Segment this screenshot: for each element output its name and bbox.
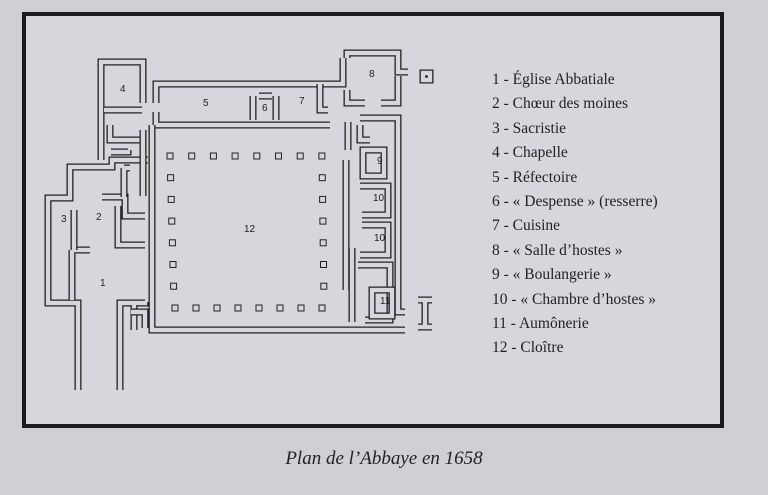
legend-item: 8 - « Salle d’hostes » (492, 241, 623, 259)
cloister-pillar (167, 195, 175, 203)
room-label: 10 (373, 193, 385, 204)
room-label: 7 (299, 96, 305, 107)
pantry-wall (250, 93, 279, 120)
figure-caption: Plan de l’Abbaye en 1658 (285, 448, 483, 469)
cloister-pillar (170, 282, 178, 290)
guest-hall-wall (381, 76, 401, 106)
cloister-pillar (168, 239, 176, 247)
room-label: 10 (374, 233, 386, 244)
cloister-pillar (234, 304, 242, 312)
cloister-pillar (171, 304, 179, 312)
cloister-pillar (318, 152, 326, 160)
almonry-wall (369, 287, 395, 319)
room-label: 11 (380, 296, 391, 307)
room-label: 1 (100, 278, 106, 289)
cloister-pillar (166, 152, 174, 160)
cloister-pillar (188, 152, 196, 160)
guest-room-wall (360, 183, 391, 218)
cloister-pillar (319, 195, 327, 203)
guest-room-wall (360, 222, 391, 258)
chapel-wall (98, 59, 146, 160)
legend-item: 12 - Cloître (492, 339, 564, 357)
post (420, 70, 433, 83)
legend-item: 10 - « Chambre d’hostes » (492, 290, 657, 308)
figure-frame (22, 12, 724, 428)
cloister-pillar (169, 261, 177, 268)
north-range-wall (153, 58, 346, 103)
legend-item: 11 - Aumônerie (492, 315, 589, 333)
cloister-pillar (318, 304, 326, 312)
cloister-pillar (253, 152, 261, 160)
bakery-wall (360, 147, 387, 179)
church-wall (131, 309, 148, 328)
cloister-pillar (318, 174, 326, 182)
legend-item: 7 - Cuisine (492, 217, 561, 235)
cloister-pillar (296, 152, 304, 160)
cloister-pillar (319, 217, 327, 225)
guest-hall-wall (344, 50, 408, 75)
choir-wall (115, 206, 145, 248)
cloister-pillar (275, 152, 282, 160)
church-wall (117, 300, 148, 390)
room-label: 2 (96, 212, 102, 223)
legend: 1 - Église Abbatiale 2 - Chœur des moine… (492, 68, 658, 361)
cloister-pillar (192, 304, 200, 312)
church-wall (102, 194, 145, 219)
north-range-wall (153, 112, 330, 128)
cloister-pillar (209, 152, 217, 160)
passage-wall (111, 149, 131, 155)
east-range-wall (360, 115, 405, 315)
kitchen-wall (317, 84, 328, 113)
cloister-pillar (320, 261, 327, 268)
cloister-pillar (297, 304, 305, 312)
legend-item: 4 - Chapelle (492, 144, 568, 162)
church-wall (44, 156, 148, 390)
cloister-pillar (319, 239, 327, 247)
cloister-pillar (276, 304, 284, 312)
room-label: 12 (244, 224, 256, 235)
legend-item: 2 - Chœur des moines (492, 95, 629, 113)
room-label: 6 (262, 103, 268, 114)
legend-item: 1 - Église Abbatiale (492, 71, 615, 88)
cloister-pillar (168, 217, 176, 225)
legend-item: 3 - Sacristie (492, 119, 567, 137)
cloister-pillar (320, 282, 328, 290)
cloister-wall (149, 125, 405, 333)
legend-item: 9 - « Boulangerie » (492, 266, 612, 284)
guest-hall-wall (344, 90, 365, 106)
passage-wall (121, 165, 130, 197)
room-label: 3 (61, 214, 67, 225)
room-label: 5 (203, 98, 209, 109)
passage-wall (107, 125, 146, 143)
legend-item: 6 - « Despense » (resserre) (492, 193, 658, 211)
cloister-pillar (231, 152, 239, 160)
guest-hall-wall (381, 76, 402, 107)
church-wall (45, 157, 148, 390)
bakery-wall (357, 125, 370, 143)
cloister-pillar (167, 174, 175, 182)
room-label: 4 (120, 84, 126, 95)
legend-item: 5 - Réfectoire (492, 168, 578, 186)
room-label: 9 (377, 156, 383, 167)
porch-wall (418, 297, 432, 330)
room-label: 8 (369, 69, 375, 80)
cloister-pillar (213, 304, 221, 312)
cloister-pillar (255, 304, 263, 312)
